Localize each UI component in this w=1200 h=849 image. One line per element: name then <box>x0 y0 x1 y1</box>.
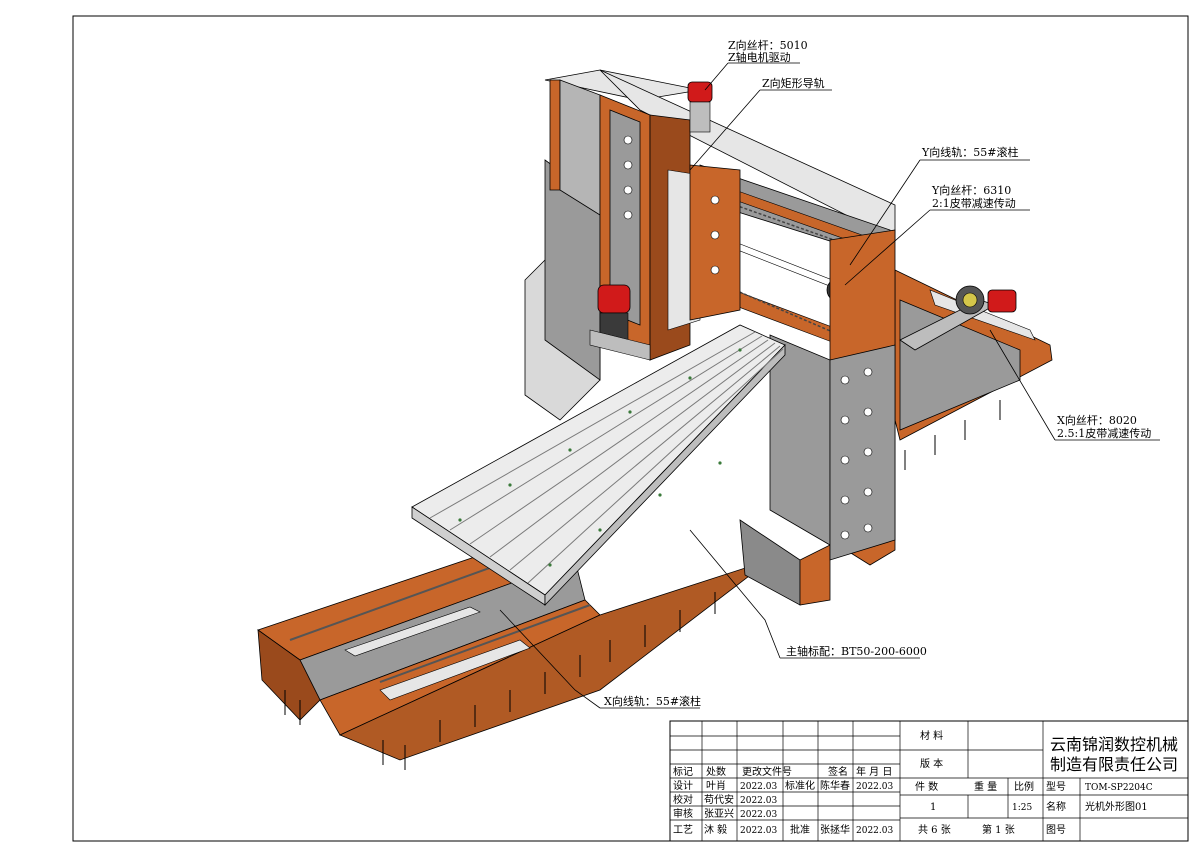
x-axis-drive-motor <box>899 285 1017 351</box>
quantity-label: 件 数 <box>915 780 938 793</box>
rev-header-sign: 签名 <box>828 765 848 778</box>
company-name-line2: 制造有限责任公司 <box>1050 755 1178 774</box>
row-process-name2: 张拯华 <box>820 823 850 836</box>
row-design-name: 叶肖 <box>706 779 726 792</box>
row-design-role2: 标准化 <box>785 779 815 792</box>
annotation-spindle: 主轴标配：BT50-200-6000 <box>786 644 927 658</box>
annotation-x-belt: 2.5:1皮带减速传动 <box>1057 427 1151 440</box>
row-process-role2: 批准 <box>790 823 810 836</box>
row-process-date2: 2022.03 <box>856 826 893 836</box>
scale-value: 1:25 <box>1012 803 1032 813</box>
annotation-y-rail: Y向线轨：55#滚柱 <box>921 145 1018 159</box>
rev-header-date: 年 月 日 <box>856 765 892 778</box>
annotation-z-screw: Z向丝杆：5010 <box>728 38 808 52</box>
left-column <box>524 69 701 421</box>
row-review-date: 2022.03 <box>740 810 777 820</box>
row-check-date: 2022.03 <box>740 796 777 806</box>
quantity-value: 1 <box>930 802 936 813</box>
annotation-y-screw: Y向丝杆：6310 <box>931 183 1011 197</box>
version-label: 版 本 <box>920 757 943 770</box>
leader-lines <box>499 62 1160 709</box>
annotation-x-screw: X向丝杆：8020 <box>1057 413 1137 427</box>
row-design-name2: 陈华春 <box>820 779 850 792</box>
model-value: TOM-SP2204C <box>1085 783 1153 793</box>
sheets-total: 共 6 张 <box>918 824 951 836</box>
work-table <box>411 324 786 606</box>
rev-header-doc: 更改文件号 <box>742 765 792 778</box>
drawing-no-label: 图号 <box>1046 824 1066 836</box>
annotation-z-guide: Z向矩形导轨 <box>762 76 825 90</box>
company-name-line1: 云南锦润数控机械 <box>1050 735 1178 754</box>
row-check-name: 苟代安 <box>704 793 734 806</box>
material-label: 材 料 <box>920 729 943 742</box>
title-block: 标记 处数 更改文件号 签名 年 月 日 设计 叶肖 2022.03 标准化 陈… <box>669 720 1189 842</box>
row-design-date2: 2022.03 <box>856 782 893 792</box>
row-process-role: 工艺 <box>673 824 693 836</box>
row-design-role: 设计 <box>673 779 693 792</box>
annotation-y-belt: 2:1皮带减速传动 <box>932 197 1016 210</box>
right-column <box>739 229 896 606</box>
rev-header-count: 处数 <box>706 765 726 778</box>
row-check-role: 校对 <box>673 793 693 806</box>
row-review-name: 张亚兴 <box>704 808 734 820</box>
drawing-frame <box>72 15 1189 842</box>
rev-header-mark: 标记 <box>673 766 693 778</box>
x-axis-base-bed <box>257 534 771 770</box>
row-design-date: 2022.03 <box>740 782 777 792</box>
annotations: Z向丝杆：5010 Z轴电机驱动 Z向矩形导轨 Y向线轨：55#滚柱 Y向丝杆：… <box>604 38 1151 708</box>
row-process-date: 2022.03 <box>740 826 777 836</box>
name-label: 名称 <box>1046 800 1066 813</box>
row-process-name: 沐 毅 <box>704 823 727 836</box>
weight-label: 重 量 <box>974 780 997 793</box>
z-axis-ram <box>599 81 741 361</box>
sheet-current: 第 1 张 <box>982 823 1015 836</box>
gantry-machine-illustration <box>257 69 1053 770</box>
model-label: 型号 <box>1046 780 1066 793</box>
name-value: 光机外形图01 <box>1085 800 1148 813</box>
spindle-motor <box>589 284 651 361</box>
scale-label: 比例 <box>1014 780 1034 793</box>
row-review-role: 审核 <box>673 807 693 820</box>
annotation-z-motor: Z轴电机驱动 <box>728 50 791 64</box>
annotation-x-rail: X向线轨：55#滚柱 <box>604 694 701 708</box>
